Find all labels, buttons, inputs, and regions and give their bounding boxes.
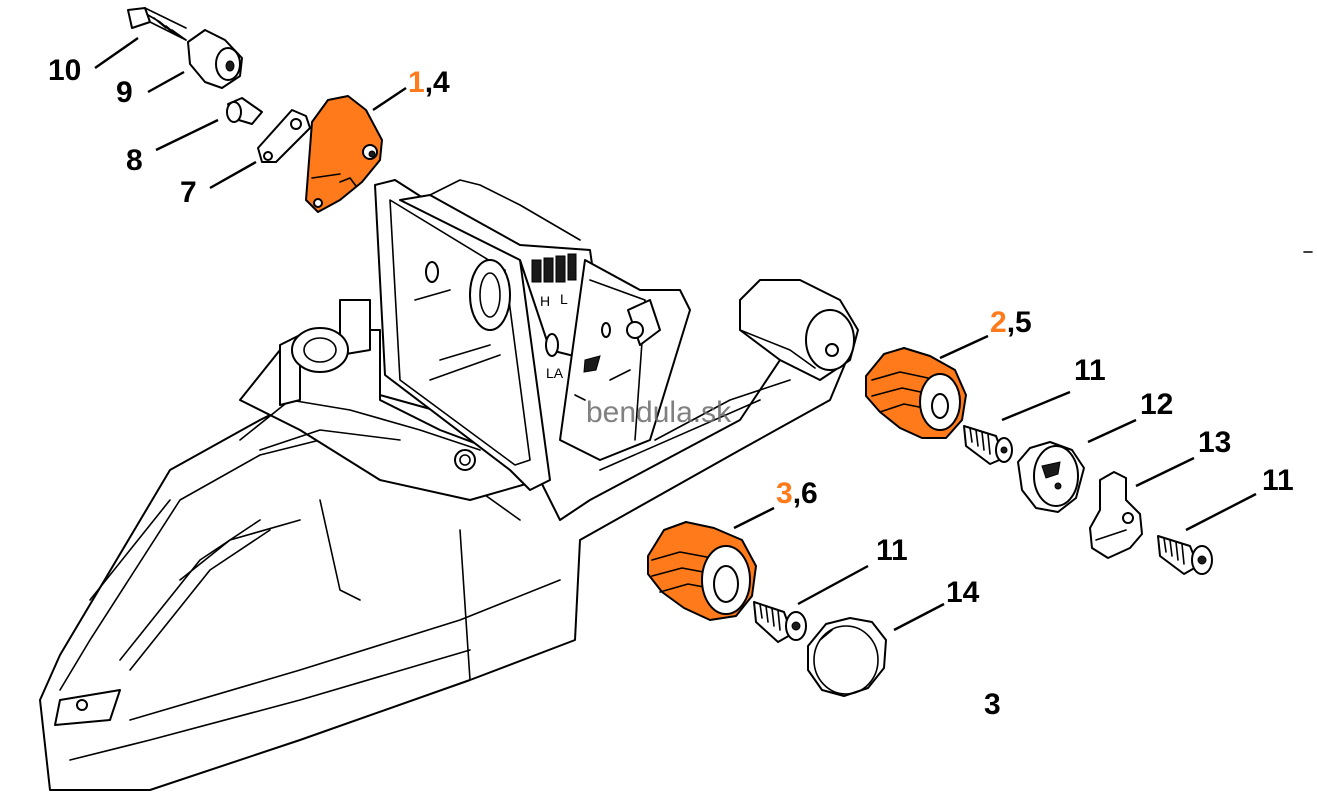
housing: H L LA xyxy=(39,179,859,791)
callout-3-6: 3,6 xyxy=(776,477,818,510)
part-13-bracket xyxy=(1089,471,1143,559)
callout-1-4: 1,4 xyxy=(408,66,450,99)
part-11-screw-lower xyxy=(753,601,807,643)
part-8-screw xyxy=(226,97,263,125)
part-12-clamp xyxy=(1017,441,1085,513)
callout-9: 9 xyxy=(116,76,133,109)
callout-8: 8 xyxy=(126,144,143,177)
callout-11-upper: 11 xyxy=(1074,354,1106,387)
part-11-screw-right xyxy=(1157,535,1213,575)
part-2-buffer xyxy=(865,347,967,439)
part-11-screw-upper xyxy=(963,425,1013,465)
callout-11-right: 11 xyxy=(1262,464,1294,497)
part-10-screw xyxy=(127,7,187,41)
callout-12: 12 xyxy=(1140,388,1173,421)
leader-lines xyxy=(94,37,1257,632)
callout-13: 13 xyxy=(1198,426,1231,459)
part-3-buffer xyxy=(647,521,757,621)
callout-7: 7 xyxy=(180,176,197,209)
callout-11-lower: 11 xyxy=(876,534,908,567)
part-1-cover xyxy=(305,95,383,213)
callout-10: 10 xyxy=(48,54,81,87)
housing-mark-h: H xyxy=(540,293,550,309)
part-9-washer xyxy=(187,29,243,89)
housing-mark-la: LA xyxy=(546,365,564,381)
watermark: bendula.sk xyxy=(586,396,732,429)
callout-14: 14 xyxy=(946,576,980,609)
callout-2-5: 2,5 xyxy=(990,306,1032,339)
carburetor-adjustment-slots xyxy=(531,253,577,283)
callout-labels: 10 9 8 7 1,4 2,5 11 12 13 11 3,6 11 14 3 xyxy=(48,54,1294,721)
housing-mark-l: L xyxy=(560,291,568,307)
part-14-plug xyxy=(807,617,887,697)
part-7-plate xyxy=(257,109,311,163)
callout-3: 3 xyxy=(984,688,1001,721)
